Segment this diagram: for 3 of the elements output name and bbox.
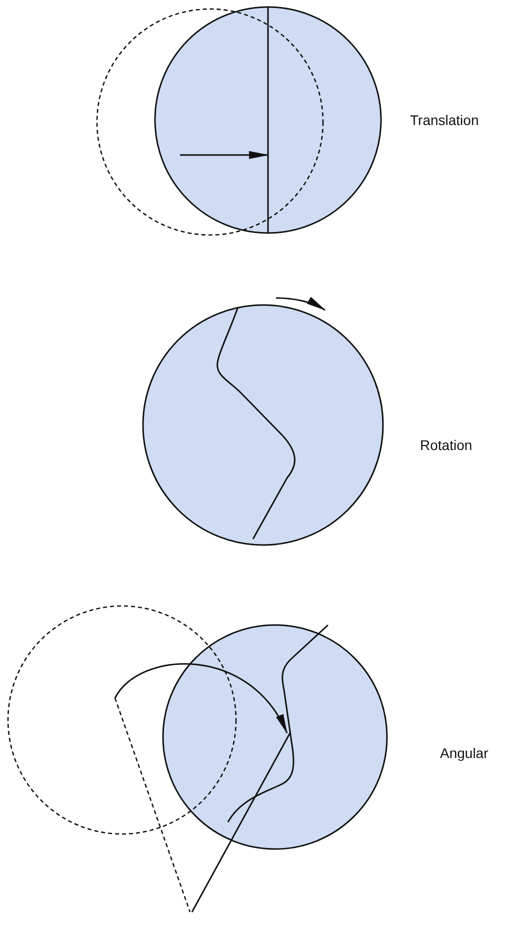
motion-label: Translation	[410, 112, 479, 128]
motion-label: Rotation	[420, 437, 472, 453]
motion-label: Angular	[440, 745, 488, 761]
